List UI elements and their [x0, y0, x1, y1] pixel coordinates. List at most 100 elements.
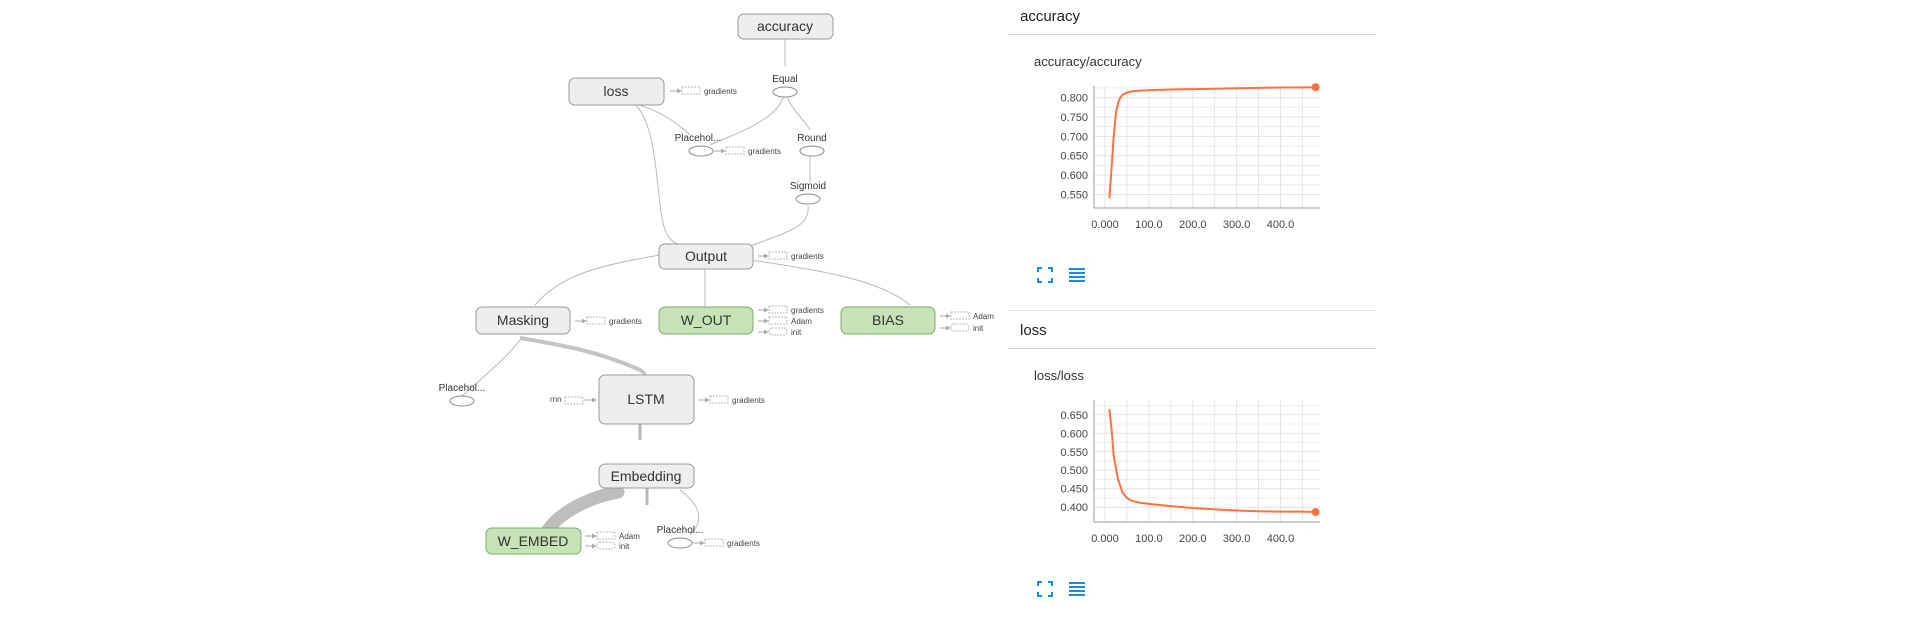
aux-label: rnn [550, 395, 562, 404]
y-tick-label: 0.650 [1060, 151, 1088, 163]
op-label-placeholder-bottom: Placehol... [657, 525, 704, 536]
op-equal[interactable]: Equal [772, 74, 798, 98]
node-label-w-embed: W_EMBED [498, 533, 569, 549]
x-tick-label: 300.0 [1223, 219, 1251, 231]
node-label-lstm: LSTM [627, 391, 664, 407]
thick-edge-embed [541, 485, 625, 537]
node-label-masking: Masking [497, 312, 549, 328]
aux-placeholder-bottom-gradients[interactable]: gradients [693, 538, 760, 548]
aux-lstm-gradients[interactable]: gradients [698, 395, 765, 405]
op-label-placeholder-top: Placehol... [675, 133, 722, 144]
y-tick-label: 0.600 [1060, 170, 1088, 182]
aux-stubs: gradients gradients gradients gradients … [550, 86, 994, 551]
aux-label: gradients [791, 306, 824, 315]
op-label-sigmoid: Sigmoid [790, 181, 826, 192]
aux-label: init [973, 324, 984, 333]
aux-loss-gradients[interactable]: gradients [670, 86, 737, 96]
x-tick-label: 200.0 [1179, 533, 1207, 545]
y-tick-label: 0.750 [1060, 112, 1088, 124]
node-label-output: Output [685, 248, 727, 264]
aux-lstm-rnn[interactable]: rnn [550, 395, 597, 405]
aux-label: Adam [973, 312, 994, 321]
aux-placeholder-top-gradients[interactable]: gradients [714, 146, 781, 156]
thick-edge-masking-lstm [519, 336, 648, 381]
aux-bias-init[interactable]: init [940, 323, 984, 333]
node-output[interactable]: Output [658, 243, 754, 270]
x-tick-label: 0.000 [1091, 533, 1119, 545]
accuracy-chart: 0.550 0.600 0.650 0.700 0.750 0.800 0.000 100.0… [1060, 83, 1320, 231]
fullscreen-icon[interactable] [1036, 266, 1054, 284]
node-lstm[interactable]: LSTM [598, 374, 695, 425]
graph-edges [461, 30, 911, 536]
node-masking[interactable]: Masking [475, 306, 571, 335]
aux-output-gradients[interactable]: gradients [758, 251, 824, 261]
data-list-icon[interactable] [1068, 580, 1086, 598]
y-tick-label: 0.450 [1060, 484, 1088, 496]
aux-label: Adam [619, 532, 640, 541]
op-round[interactable]: Round [797, 133, 827, 157]
node-label-embedding: Embedding [611, 468, 682, 484]
accuracy-section-title: accuracy [1020, 8, 1081, 25]
aux-label: gradients [727, 539, 760, 548]
aux-label: gradients [748, 147, 781, 156]
op-placeholder-top[interactable]: Placehol... [675, 133, 722, 157]
op-placeholder-bottom[interactable]: Placehol... [657, 525, 704, 549]
aux-label: gradients [609, 317, 642, 326]
aux-label: gradients [791, 252, 824, 261]
x-tick-label: 100.0 [1135, 533, 1163, 545]
node-label-bias: BIAS [872, 312, 904, 328]
x-tick-label: 100.0 [1135, 219, 1163, 231]
fullscreen-icon[interactable] [1036, 580, 1054, 598]
y-tick-label: 0.550 [1060, 447, 1088, 459]
x-tick-label: 200.0 [1179, 219, 1207, 231]
y-tick-label: 0.700 [1060, 131, 1088, 143]
aux-label: gradients [704, 87, 737, 96]
aux-w-out-gradients[interactable]: gradients [758, 305, 824, 315]
node-bias[interactable]: BIAS [840, 306, 936, 335]
y-tick-label: 0.800 [1060, 93, 1088, 105]
node-embedding[interactable]: Embedding [598, 463, 695, 489]
aux-bias-adam[interactable]: Adam [940, 311, 994, 321]
series-line [1108, 409, 1316, 513]
aux-masking-gradients[interactable]: gradients [575, 316, 642, 326]
y-tick-label: 0.400 [1060, 502, 1088, 514]
aux-w-out-init[interactable]: init [758, 327, 802, 337]
loss-section-title: loss [1020, 322, 1047, 339]
y-tick-label: 0.500 [1060, 465, 1088, 477]
model-graph: accuracy loss Output Masking W_OUT BIAS … [439, 13, 994, 555]
y-tick-label: 0.600 [1060, 428, 1088, 440]
op-label-round: Round [797, 133, 826, 144]
loss-chart: 0.400 0.450 0.500 0.550 0.600 0.650 0.000 100.0… [1060, 400, 1320, 545]
y-tick-label: 0.650 [1060, 410, 1088, 422]
loss-chart-title: loss/loss [1034, 368, 1084, 383]
section-divider [1008, 310, 1376, 311]
x-tick-label: 0.000 [1091, 219, 1119, 231]
node-w-embed[interactable]: W_EMBED [485, 527, 582, 555]
aux-label: Adam [791, 317, 812, 326]
node-label-accuracy: accuracy [757, 18, 813, 34]
node-label-w-out: W_OUT [681, 312, 732, 328]
node-loss[interactable]: loss [568, 77, 665, 106]
accuracy-section-header[interactable]: accuracy [1008, 0, 1376, 35]
node-w-out[interactable]: W_OUT [658, 306, 754, 335]
op-placeholder-left[interactable]: Placehol... [439, 383, 486, 407]
accuracy-chart-title: accuracy/accuracy [1034, 54, 1142, 69]
op-label-placeholder-left: Placehol... [439, 383, 486, 394]
loss-section-header[interactable]: loss [1008, 314, 1376, 349]
x-tick-label: 300.0 [1223, 533, 1251, 545]
node-label-loss: loss [604, 83, 629, 99]
node-accuracy[interactable]: accuracy [737, 13, 834, 40]
aux-label: init [791, 328, 802, 337]
aux-w-out-adam[interactable]: Adam [758, 316, 812, 326]
x-tick-label: 400.0 [1267, 219, 1295, 231]
x-tick-label: 400.0 [1267, 533, 1295, 545]
op-label-equal: Equal [772, 74, 798, 85]
series-line [1108, 86, 1316, 199]
aux-w-embed-adam[interactable]: Adam [585, 531, 640, 541]
last-point-marker [1311, 83, 1320, 92]
data-list-icon[interactable] [1068, 266, 1086, 284]
y-tick-label: 0.550 [1060, 189, 1088, 201]
aux-w-embed-init[interactable]: init [585, 541, 630, 551]
aux-label: gradients [732, 396, 765, 405]
op-sigmoid[interactable]: Sigmoid [790, 181, 826, 205]
